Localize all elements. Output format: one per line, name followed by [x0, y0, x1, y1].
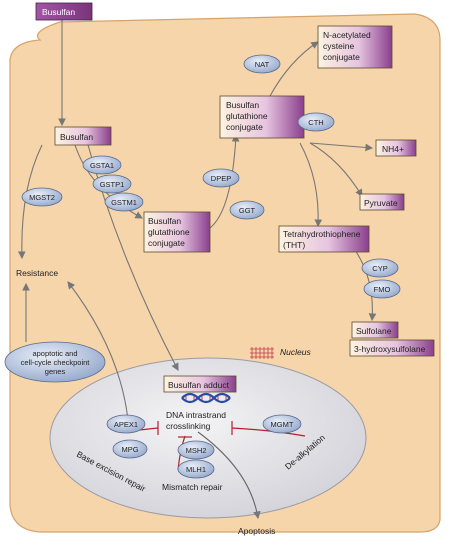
enzyme-gstm1: GSTM1 [104, 192, 144, 212]
svg-text:Busulfan: Busulfan [42, 7, 75, 17]
pyruvate-box: Pyruvate [359, 193, 405, 211]
svg-text:3-hydroxysulfolane: 3-hydroxysulfolane [354, 344, 426, 354]
svg-text:conjugate: conjugate [226, 122, 263, 132]
svg-text:Sulfolane: Sulfolane [356, 326, 392, 336]
svg-text:conjugate: conjugate [323, 52, 360, 62]
enzyme-mlh1: MLH1 [177, 459, 215, 479]
sulfolane-box: Sulfolane [351, 321, 399, 339]
svg-text:GSTA1: GSTA1 [90, 161, 114, 170]
svg-text:(THT): (THT) [283, 240, 305, 250]
enzyme-apex1: APEX1 [106, 414, 146, 434]
conjugate-upper-box: Busulfan glutathione conjugate [219, 95, 305, 139]
svg-text:Busulfan adduct: Busulfan adduct [168, 380, 230, 390]
mismatch-repair-label: Mismatch repair [162, 482, 223, 492]
svg-text:DPEP: DPEP [211, 174, 231, 183]
busulfan-adduct-box: Busulfan adduct [163, 375, 237, 393]
svg-text:CYP: CYP [372, 264, 387, 273]
enzyme-ggt: GGT [229, 200, 265, 220]
resistance-label: Resistance [16, 268, 58, 278]
svg-text:NAT: NAT [255, 60, 270, 69]
svg-text:glutathione: glutathione [148, 227, 190, 237]
busulfan-top-box: Busulfan [35, 2, 93, 21]
nucleus [49, 357, 367, 519]
crosslinking-label-line2: crosslinking [166, 421, 211, 431]
conjugate-lower-box: Busulfan glutathione conjugate [143, 211, 211, 253]
enzyme-cth: CTH [297, 112, 335, 132]
svg-text:glutathione: glutathione [226, 111, 268, 121]
svg-text:GGT: GGT [239, 206, 256, 215]
enzyme-mgst2: MGST2 [21, 187, 63, 207]
svg-text:N-acetylated: N-acetylated [323, 30, 371, 40]
svg-text:genes: genes [45, 367, 66, 376]
enzyme-mgmt: MGMT [262, 414, 302, 434]
svg-text:MGST2: MGST2 [29, 193, 55, 202]
checkpoint-genes-node: apoptotic and cell-cycle checkpoint gene… [4, 341, 106, 383]
svg-text:apoptotic and: apoptotic and [32, 349, 77, 358]
crosslinking-label-line1: DNA intrastrand [166, 410, 226, 420]
busulfan-cell-box: Busulfan [54, 126, 112, 146]
enzyme-fmo: FMO [363, 279, 401, 299]
svg-text:MLH1: MLH1 [186, 465, 206, 474]
svg-text:GSTM1: GSTM1 [111, 198, 137, 207]
svg-text:MSH2: MSH2 [186, 446, 207, 455]
hydroxysulfolane-box: 3-hydroxysulfolane [349, 339, 435, 357]
dna-helix-icon [181, 392, 231, 404]
enzyme-dpep: DPEP [202, 168, 240, 188]
svg-text:Busulfan: Busulfan [148, 216, 181, 226]
nucleus-label: Nucleus [280, 347, 311, 357]
svg-text:MPG: MPG [121, 445, 138, 454]
enzyme-gsta1: GSTA1 [82, 155, 122, 175]
svg-text:CTH: CTH [308, 118, 323, 127]
svg-text:NH4+: NH4+ [382, 144, 404, 154]
nh4-box: NH4+ [375, 139, 417, 157]
svg-text:Pyruvate: Pyruvate [364, 198, 398, 208]
svg-text:Busulfan: Busulfan [60, 132, 93, 142]
apoptosis-label: Apoptosis [238, 526, 275, 536]
svg-text:GSTP1: GSTP1 [100, 180, 125, 189]
svg-text:FMO: FMO [374, 285, 391, 294]
svg-text:cysteine: cysteine [323, 41, 354, 51]
enzyme-msh2: MSH2 [177, 440, 215, 460]
enzyme-cyp: CYP [361, 258, 399, 278]
enzyme-gstp1: GSTP1 [92, 174, 132, 194]
svg-text:Busulfan: Busulfan [226, 100, 259, 110]
svg-text:APEX1: APEX1 [114, 420, 138, 429]
enzyme-nat: NAT [243, 54, 281, 74]
svg-text:Tetrahydrothiophene: Tetrahydrothiophene [283, 229, 361, 239]
tht-box: Tetrahydrothiophene (THT) [278, 225, 370, 253]
nucleus-pores-icon [250, 347, 274, 359]
enzyme-mpg: MPG [112, 439, 148, 459]
nacetyl-conjugate-box: N-acetylated cysteine conjugate [317, 25, 393, 69]
svg-text:cell-cycle checkpoint: cell-cycle checkpoint [21, 358, 91, 367]
svg-text:conjugate: conjugate [148, 238, 185, 248]
svg-text:MGMT: MGMT [271, 420, 294, 429]
